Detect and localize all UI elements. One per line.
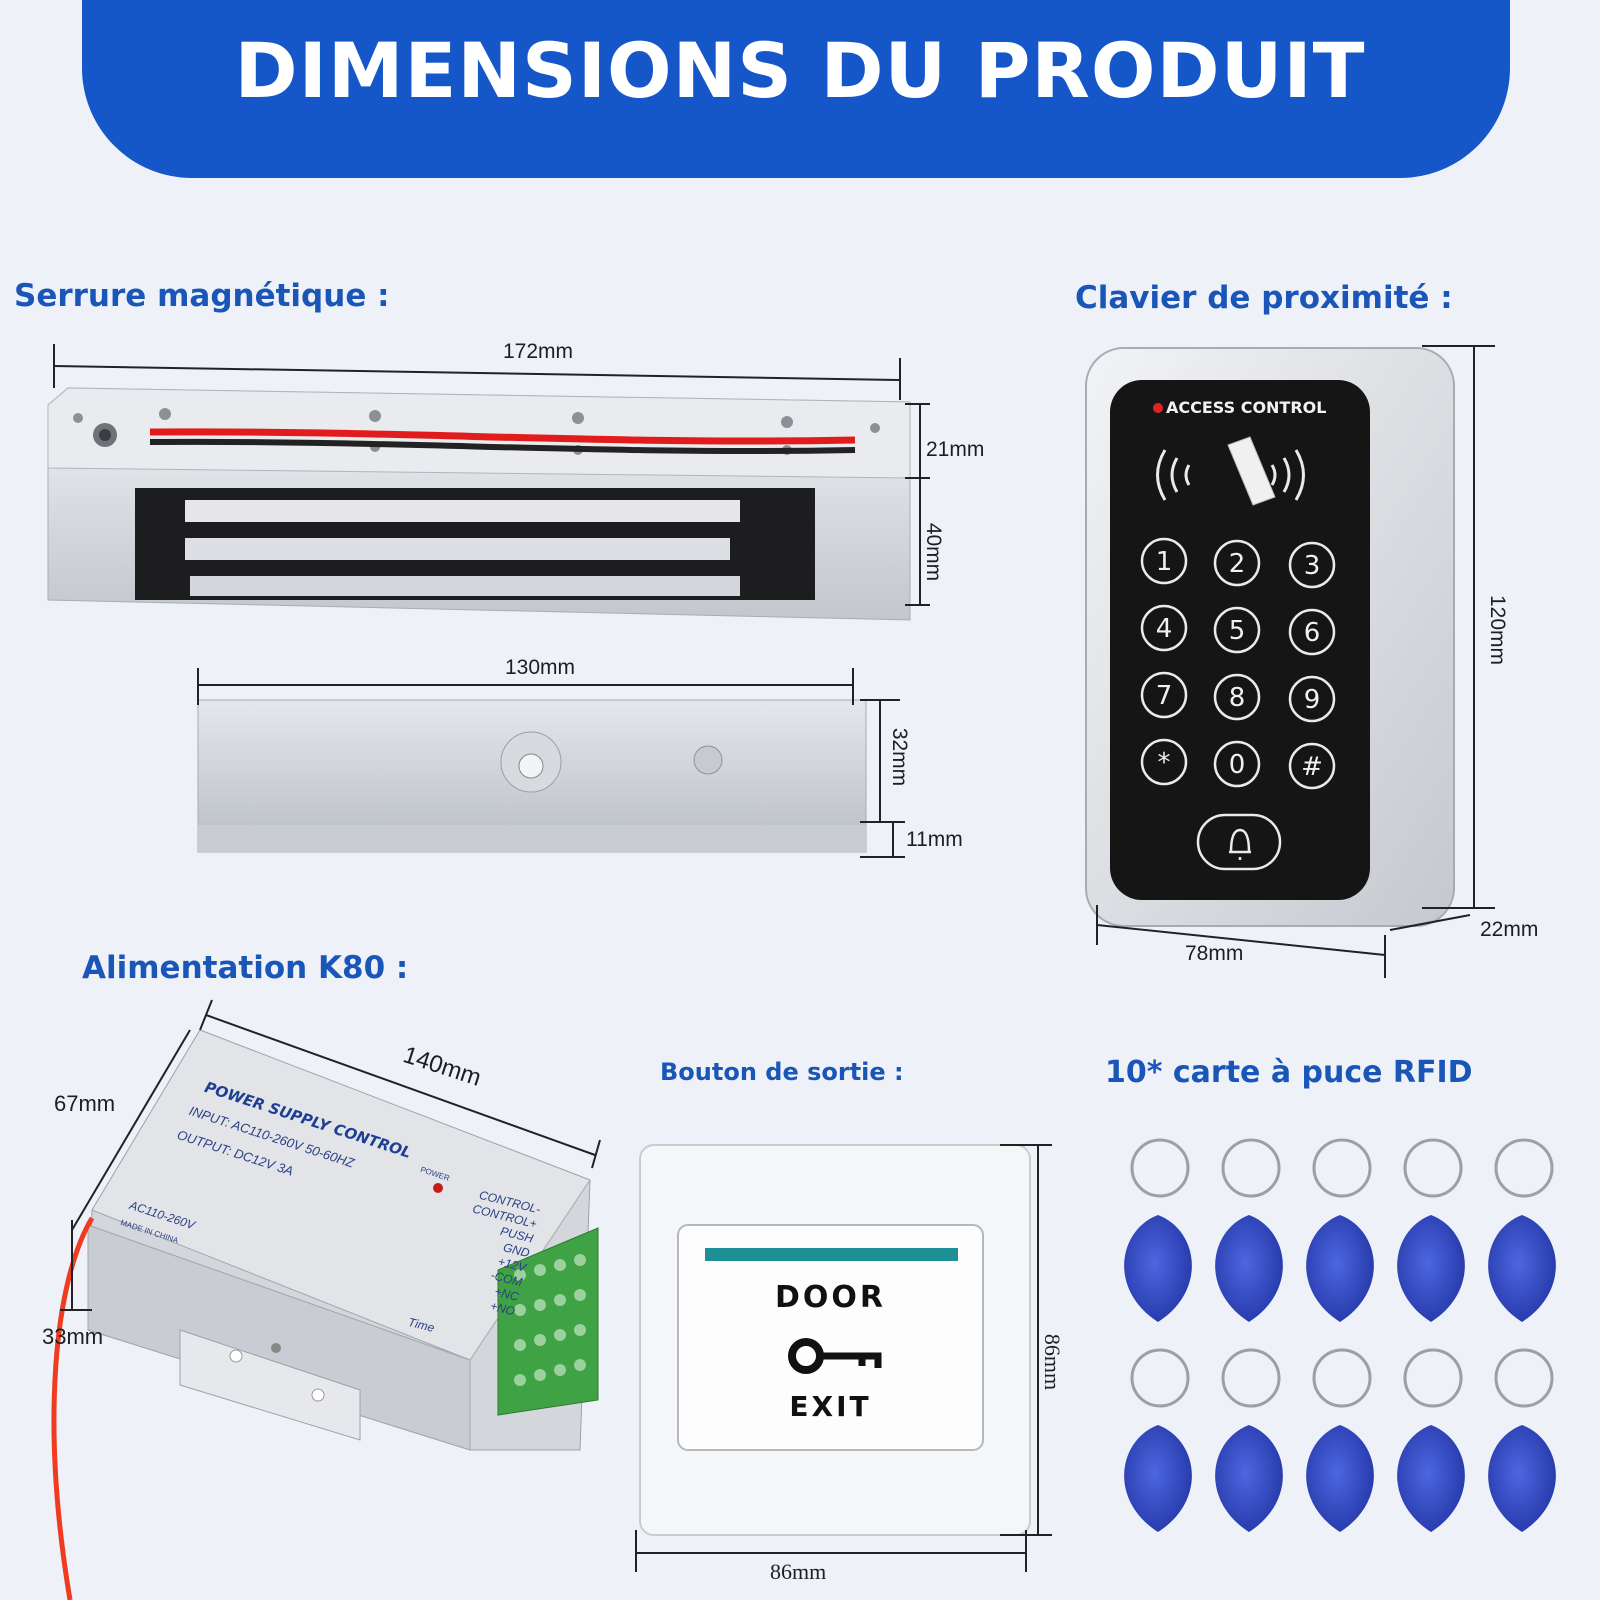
rfid-tag	[1488, 1138, 1556, 1322]
keypad-height-label: 120mm	[1486, 594, 1510, 666]
rfid-heading: 10* carte à puce RFID	[1105, 1055, 1473, 1090]
keypad-key: 4	[1155, 614, 1173, 644]
keypad-dimension-lines	[1096, 345, 1495, 978]
plate-dimension-lines	[197, 668, 905, 858]
exit-button-top-text: DOOR	[774, 1280, 886, 1315]
rfid-tag	[1397, 1138, 1465, 1322]
keypad-key: 9	[1303, 685, 1321, 715]
keypad-key: 6	[1303, 618, 1321, 648]
lock-heading: Serrure magnétique :	[14, 278, 390, 314]
plate-thickness-label: 11mm	[906, 828, 963, 851]
rfid-tag	[1488, 1348, 1556, 1532]
keypad-keys: 1 2 3 4 5 6 7 8 9 * 0 #	[1118, 540, 1358, 790]
page-title: DIMENSIONS DU PRODUIT	[234, 26, 1366, 115]
power-dimension-lines	[60, 999, 601, 1311]
keypad-key: 0	[1228, 750, 1246, 780]
keypad-heading: Clavier de proximité :	[1075, 280, 1453, 316]
armature-plate	[197, 699, 867, 853]
keypad-key: *	[1157, 748, 1171, 778]
rfid-tags	[1124, 1138, 1556, 1532]
lock-length-label: 172mm	[503, 340, 574, 363]
power-heading: Alimentation K80 :	[82, 950, 409, 986]
title-banner	[82, 0, 1510, 178]
keypad-depth-label: 22mm	[1480, 918, 1539, 941]
keypad-key: 2	[1228, 549, 1246, 579]
power-height-label: 33mm	[42, 1324, 104, 1349]
keypad-device	[1085, 347, 1455, 927]
rfid-tag	[1215, 1138, 1283, 1322]
exit-dimension-lines	[635, 1144, 1052, 1572]
keypad-width-label: 78mm	[1185, 942, 1244, 965]
keypad-key: 3	[1303, 551, 1321, 581]
exit-button-heading: Bouton de sortie :	[660, 1058, 904, 1086]
rfid-tag	[1124, 1138, 1192, 1322]
rfid-tag	[1306, 1138, 1374, 1322]
exit-height-label: 86mm	[1040, 1333, 1066, 1391]
keypad-key: #	[1301, 752, 1323, 782]
lock-height-label: 40mm	[922, 522, 946, 582]
keypad-key: 7	[1155, 681, 1173, 711]
magnetic-lock-body	[47, 387, 911, 621]
exit-button-bottom-text: EXIT	[789, 1390, 872, 1423]
rfid-tag	[1215, 1348, 1283, 1532]
keypad-key: 8	[1228, 683, 1246, 713]
exit-button-device	[639, 1144, 1031, 1536]
lock-depth-label: 21mm	[926, 438, 985, 461]
power-width-label: 67mm	[54, 1091, 116, 1116]
rfid-tag	[1306, 1348, 1374, 1532]
keypad-key: 1	[1155, 547, 1173, 577]
plate-width-label: 32mm	[888, 727, 912, 787]
rfid-tag	[1124, 1348, 1192, 1532]
lock-dimension-lines	[53, 344, 930, 606]
rfid-tag	[1397, 1348, 1465, 1532]
power-supply-device	[51, 1029, 599, 1600]
keypad-key: 5	[1228, 616, 1246, 646]
exit-width-label: 86mm	[770, 1559, 827, 1584]
plate-length-label: 130mm	[505, 656, 576, 679]
keypad-brand-label: ACCESS CONTROL	[1166, 398, 1327, 417]
